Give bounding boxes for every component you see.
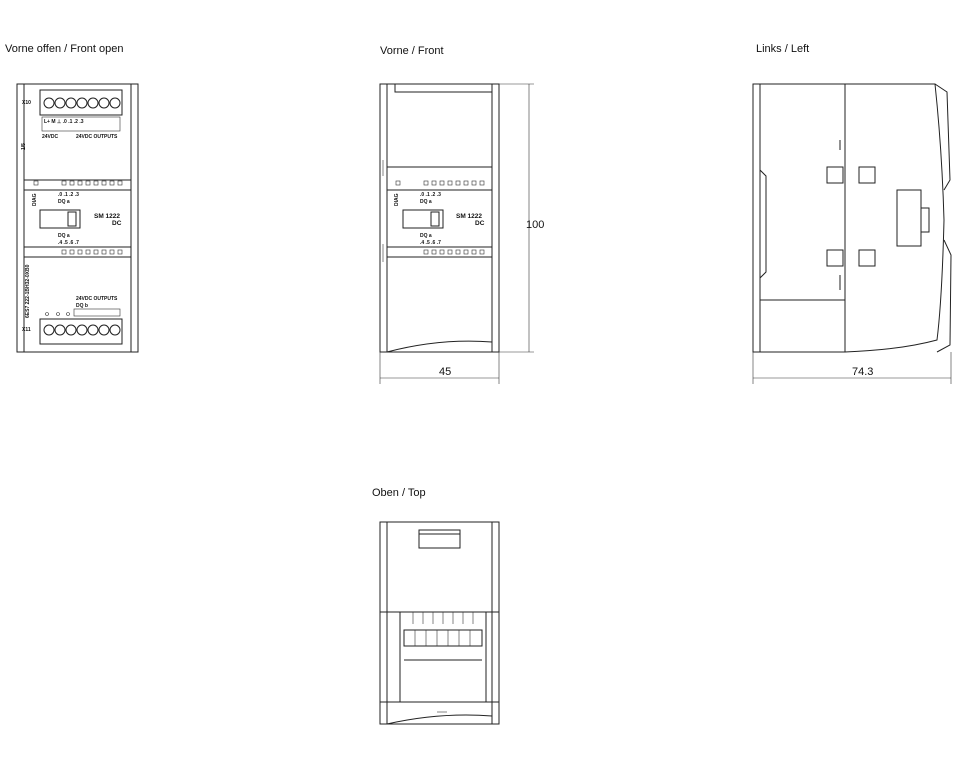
connector-x10-label: X10 (22, 100, 31, 106)
diag-label: DIAG (32, 193, 38, 206)
left-latch-3 (826, 249, 844, 267)
outputs-bottom-row: .4 .5 .6 .7 (58, 240, 79, 246)
dimension-front-width-value: 45 (439, 366, 451, 378)
front-diag-label: DIAG (394, 193, 400, 206)
front-group-label-a: DQ a (420, 199, 432, 205)
front-led-row-bottom (423, 249, 485, 255)
supply-label: 24VDC (42, 134, 59, 140)
group-label-b: DQ a (58, 233, 70, 239)
connector-x11-label: X11 (22, 327, 31, 333)
front-led-row-top (395, 180, 485, 186)
module-name: SM 1222 (94, 213, 120, 220)
prod-label: 1/5 (21, 143, 27, 150)
group-label-a: DQ a (58, 199, 70, 205)
left-latch-1 (826, 166, 844, 184)
led-row-bottom (61, 249, 123, 255)
front-module-type: DC (475, 220, 485, 227)
terminal-screws-bottom (43, 324, 121, 336)
left-body-rear (752, 83, 846, 353)
front-outputs-top-row: .0 .1 .2 .3 (420, 192, 441, 198)
view-title-top: Oben / Top (372, 487, 426, 499)
top-terminal-fins (412, 612, 474, 624)
front-slot-cover (402, 209, 444, 229)
slot-cover (39, 209, 81, 229)
top-terminal-cells (414, 630, 471, 646)
top-outline (379, 521, 500, 725)
dimension-side-depth: 74.3 (752, 352, 952, 384)
left-latch-2 (858, 166, 876, 184)
terminal-header: L+ M ⊥ .0 .1 .2 .3 (44, 119, 84, 125)
front-open-view: X10 L+ M ⊥ .0 .1 .2 .3 24VDC 24VDC OUTPU… (16, 83, 139, 353)
outputs-label-top: 24VDC OUTPUTS (76, 134, 118, 140)
left-bus-connector (896, 189, 922, 247)
top-terminal-area (399, 611, 487, 703)
left-latch-4 (858, 249, 876, 267)
top-terminal-strip (403, 629, 483, 647)
front-outputs-bottom-row: .4 .5 .6 .7 (420, 240, 441, 246)
dimension-front-width: 45 (379, 352, 500, 384)
order-number: 6ES7 222-1BH32-0XB0 (25, 264, 31, 318)
dimension-height: 100 (499, 83, 544, 353)
terminal-screws-top (43, 97, 121, 109)
view-title-front: Vorne / Front (380, 45, 444, 57)
top-view (379, 521, 500, 725)
front-module-name: SM 1222 (456, 213, 482, 220)
front-outline (379, 83, 500, 353)
view-title-left: Links / Left (756, 43, 810, 55)
outputs-top-row: .0 .1 .2 .3 (58, 192, 79, 198)
module-type: DC (112, 220, 122, 227)
terminal-block-bottom (39, 318, 123, 345)
view-title-front-open: Vorne offen / Front open (5, 43, 124, 55)
front-group-label-b: DQ a (420, 233, 432, 239)
led-row-top (33, 180, 123, 186)
front-open-outline (16, 83, 139, 353)
dimension-side-depth-value: 74.3 (852, 366, 873, 378)
left-view: 74.3 (752, 83, 952, 384)
front-view: DIAG .0 .1 .2 .3 DQ a SM 1222 DC DQ a .4… (379, 83, 544, 384)
dimension-height-value: 100 (526, 219, 544, 231)
top-latch (418, 529, 461, 549)
group-label-c: DQ b (76, 303, 88, 309)
left-body-front (844, 83, 945, 353)
outputs-label-bottom: 24VDC OUTPUTS (76, 296, 118, 302)
